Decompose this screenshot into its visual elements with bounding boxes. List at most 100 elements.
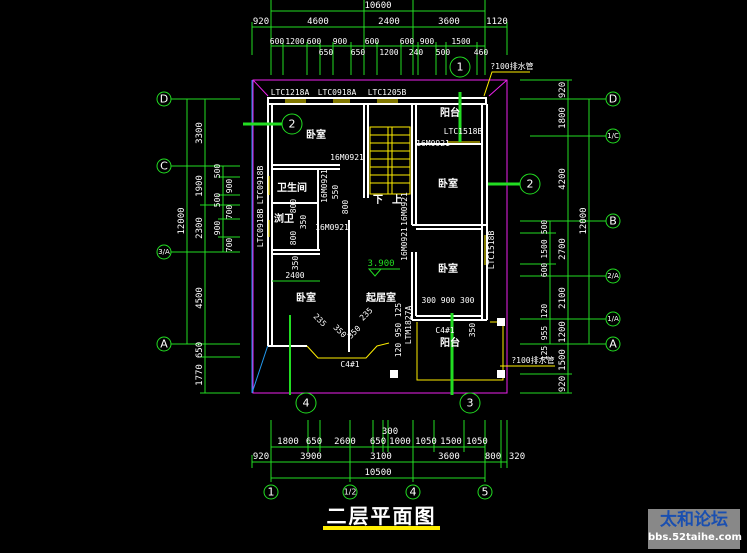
dim: 1000 [389, 437, 411, 447]
svg-text:A: A [160, 338, 168, 351]
staircase: 下 上 [369, 126, 411, 206]
walls [267, 97, 505, 381]
svg-text:2: 2 [527, 178, 534, 191]
elevation-mark: 3.900 [367, 259, 394, 269]
dim: 2600 [334, 437, 356, 447]
drain-pipe-note: ?100排水管 [490, 61, 533, 71]
svg-text:950: 950 [394, 323, 403, 338]
dim: 120 [540, 304, 549, 319]
dim: 955 [540, 326, 549, 341]
svg-text:LTC1518B: LTC1518B [487, 231, 496, 270]
watermark-name: 太和论坛 [660, 510, 728, 530]
axis-bubble-C-left: C [156, 158, 172, 174]
dim: 1770 [195, 364, 205, 386]
dim: 2100 [558, 287, 568, 309]
svg-text:C4#1: C4#1 [340, 360, 359, 369]
dim: 3900 [300, 452, 322, 462]
svg-text:16M0921: 16M0921 [400, 192, 409, 226]
svg-text:800: 800 [289, 199, 298, 214]
roof-outline [251, 79, 508, 394]
svg-text:3: 3 [467, 397, 474, 410]
svg-text:LTC0918B: LTC0918B [256, 209, 265, 248]
dim: 1500 [540, 239, 549, 258]
dim: 920 [253, 452, 269, 462]
svg-text:16M0921: 16M0921 [416, 139, 450, 148]
dim: 650 [195, 342, 205, 358]
dim: 600 [365, 37, 380, 46]
dim: 3100 [370, 452, 392, 462]
windows [268, 99, 486, 265]
dim: 650 [370, 437, 386, 447]
bottom-dimensions: 1800 650 2600 650 300 1000 1050 1500 105… [251, 420, 525, 500]
svg-text:LTM1827A: LTM1827A [404, 306, 413, 345]
svg-text:16M0921: 16M0921 [315, 223, 349, 232]
dim: 920 [253, 17, 269, 27]
svg-text:350: 350 [331, 323, 348, 340]
dim: 900 [333, 37, 348, 46]
dim-total-left: 12000 [177, 207, 187, 234]
axis-bubble-A-left: A [156, 336, 172, 352]
axis-bubble-3A-left: 3/A [156, 244, 172, 260]
svg-text:350: 350 [468, 323, 477, 338]
svg-text:2/A: 2/A [607, 272, 619, 280]
dim: 900 [213, 221, 222, 236]
svg-text:1/A: 1/A [607, 315, 619, 323]
dim: 1800 [558, 107, 568, 129]
dim: 1900 [195, 175, 205, 197]
dim: 320 [509, 452, 525, 462]
room-bathroom: 卫生间 [277, 181, 307, 194]
dim: 1800 [277, 437, 299, 447]
room-washroom: 浏卫 [274, 212, 294, 225]
dim: 1500 [451, 37, 470, 46]
dim-total-top: 10600 [364, 1, 391, 11]
dim: 600 [307, 37, 322, 46]
dim: 4600 [307, 17, 329, 27]
svg-text:LTC0918A: LTC0918A [318, 88, 357, 97]
svg-text:16M0921: 16M0921 [320, 169, 329, 203]
dim: 1050 [415, 437, 437, 447]
drain-pipe-note: ?100排水管 [511, 355, 554, 365]
annotations: LTC1218A LTC0918A LTC1205B LTC1518B LTC0… [256, 88, 496, 369]
dim: 300 [382, 427, 398, 437]
dim: 4200 [558, 168, 568, 190]
svg-text:4: 4 [303, 397, 310, 410]
dim: 1200 [285, 37, 304, 46]
dim: 920 [558, 82, 568, 98]
axis-bubble-1C-right: 1/C [605, 128, 621, 144]
svg-text:C: C [160, 160, 168, 173]
dim: 3600 [438, 17, 460, 27]
axis-bubble-A-right: A [605, 336, 621, 352]
svg-text:4: 4 [410, 486, 417, 499]
dim: 650 [351, 48, 366, 57]
axis-bubble-D-left: D [156, 91, 172, 107]
dim: 2700 [558, 238, 568, 260]
stair-up-label: 上 [392, 193, 402, 206]
dim: 4500 [195, 287, 205, 309]
axis-bubble-1A-right: 1/A [605, 311, 621, 327]
dim: 1050 [466, 437, 488, 447]
dim: 500 [540, 220, 549, 235]
dim: 1200 [379, 48, 398, 57]
axis-bubble-4: 4 [405, 484, 421, 500]
svg-text:800: 800 [341, 200, 350, 215]
svg-text:16M0921: 16M0921 [400, 227, 409, 261]
stair-down-label: 下 [373, 194, 383, 206]
svg-text:2400: 2400 [285, 271, 304, 280]
svg-text:LTC1518B: LTC1518B [444, 127, 483, 136]
dim: 700 [225, 205, 234, 220]
svg-text:2: 2 [289, 118, 296, 131]
svg-text:550: 550 [331, 185, 340, 200]
watermark-url: bbs.52taihe.com [648, 532, 742, 543]
dim: 2400 [378, 17, 400, 27]
section-marks: 2 1 2 3 4 [243, 56, 541, 414]
svg-text:300 900 300: 300 900 300 [422, 296, 475, 305]
svg-text:800: 800 [289, 231, 298, 246]
dim: 900 [420, 37, 435, 46]
dim: 1120 [486, 17, 508, 27]
svg-text:3/A: 3/A [158, 248, 170, 256]
dim: 600 [540, 263, 549, 278]
dim: 2300 [195, 217, 205, 239]
right-dimensions: 920 1800 4200 2700 2100 1200 1500 920 12… [483, 61, 621, 394]
dim: 650 [319, 48, 334, 57]
svg-text:120: 120 [394, 343, 403, 358]
